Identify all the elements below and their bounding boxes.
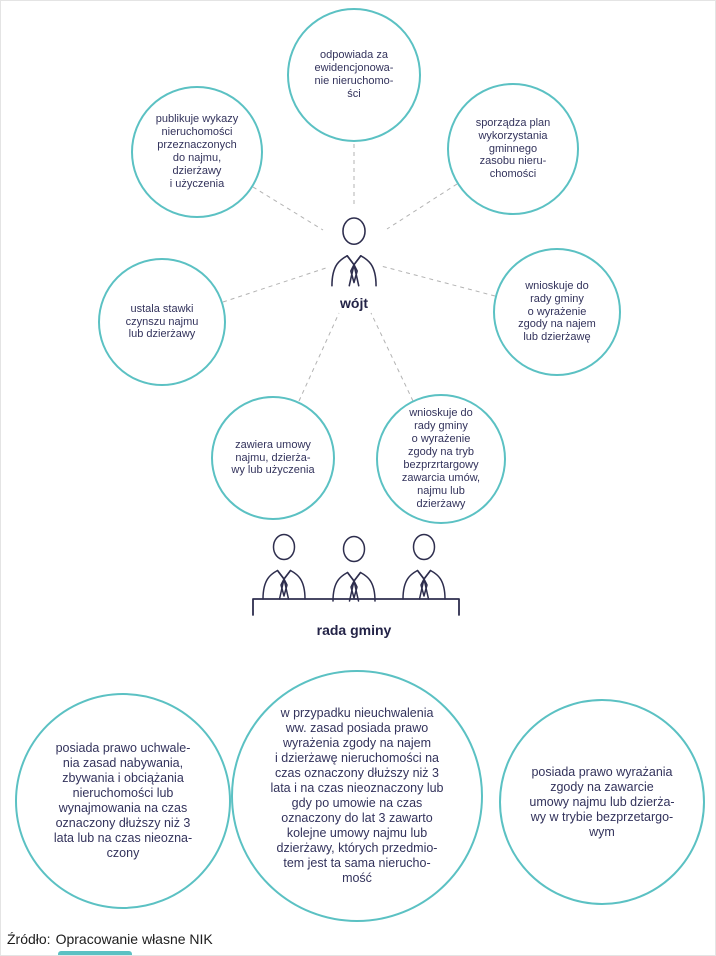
council-member-center-icon bbox=[332, 535, 376, 602]
task-circle-ewidencjonowanie: odpowiada za ewidencjonowa- nie nierucho… bbox=[287, 8, 421, 142]
task-circle-wnioskuje-tryb-bezprzetargowy: wnioskuje do rady gminy o wyrażenie zgod… bbox=[376, 394, 506, 524]
power-circle-nieuchwalenie-zasad: w przypadku nieuchwalenia ww. zasad posi… bbox=[231, 670, 483, 922]
source-text: Opracowanie własne NIK bbox=[55, 931, 213, 947]
wojt-label: wójt bbox=[340, 295, 368, 311]
connector-bottom-right bbox=[370, 312, 414, 402]
connector-top-right bbox=[386, 183, 458, 230]
power-circle-zasady-nabywania: posiada prawo uchwale- nia zasad nabywan… bbox=[15, 693, 231, 909]
rada-gminy-people-icon bbox=[252, 533, 460, 616]
council-member-right-icon bbox=[402, 533, 446, 600]
connector-bottom-left bbox=[298, 312, 340, 402]
task-circle-wnioskuje-zgoda-najem: wnioskuje do rady gminy o wyrażenie zgod… bbox=[493, 248, 621, 376]
council-member-left-icon bbox=[262, 533, 306, 600]
wojt-person-icon bbox=[331, 217, 377, 287]
source-note: Źródło:Opracowanie własne NIK bbox=[7, 931, 213, 947]
task-circle-sporzadza-plan: sporządza plan wykorzystania gminnego za… bbox=[447, 83, 579, 215]
desk-icon bbox=[252, 598, 460, 616]
cutoff-teal-bar bbox=[58, 951, 132, 955]
rada-gminy-label: rada gminy bbox=[316, 622, 392, 638]
task-circle-zawiera-umowy: zawiera umowy najmu, dzierża- wy lub uży… bbox=[211, 396, 335, 520]
task-circle-publikuje-wykazy: publikuje wykazy nieruchomości przeznacz… bbox=[131, 86, 263, 218]
connector-top-left bbox=[252, 186, 324, 231]
source-label: Źródło: bbox=[7, 931, 51, 947]
task-circle-ustala-stawki: ustala stawki czynszu najmu lub dzierżaw… bbox=[98, 258, 226, 386]
dashed-connectors bbox=[222, 144, 496, 402]
connector-mid-right bbox=[380, 265, 496, 297]
power-circle-zgoda-bezprzetargowa: posiada prawo wyrażania zgody na zawarci… bbox=[499, 699, 705, 905]
